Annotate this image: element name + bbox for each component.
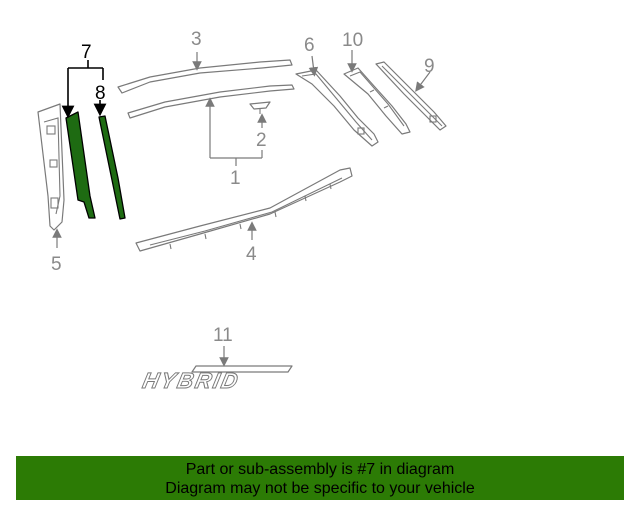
callout-11: 11 [213,325,233,346]
bracket-7-8 [61,60,107,119]
leader-1 [205,97,263,166]
callout-9: 9 [424,56,435,77]
footer-line-2: Diagram may not be specific to your vehi… [165,480,475,497]
callout-1: 1 [230,168,241,189]
part-5-pillar-garnish [37,103,65,231]
part-2-clip [249,101,271,114]
footer-line-1: Part or sub-assembly is #7 in diagram [185,461,455,478]
part-3-roof-molding [117,59,293,94]
part-9-window-molding [375,61,447,131]
callout-2: 2 [256,130,267,151]
callout-5: 5 [51,254,62,275]
part-4-side-molding [135,167,353,252]
part-10-belt-molding [343,67,411,135]
part-11-hybrid-emblem: HYBRID [140,365,293,393]
leader-9 [415,71,431,92]
emblem-text: HYBRID [140,368,242,393]
callout-3: 3 [191,29,202,50]
part-8-highlighted-molding [98,115,126,220]
callout-6: 6 [304,35,315,56]
footer-banner: Part or sub-assembly is #7 in diagram Di… [16,456,624,500]
callout-10: 10 [342,30,363,51]
callout-7: 7 [81,42,92,63]
leader-6 [308,55,319,77]
callout-4: 4 [246,244,257,265]
part-7-highlighted-molding [65,111,96,219]
part-1-roof-molding [127,84,295,119]
callout-8: 8 [95,83,106,104]
